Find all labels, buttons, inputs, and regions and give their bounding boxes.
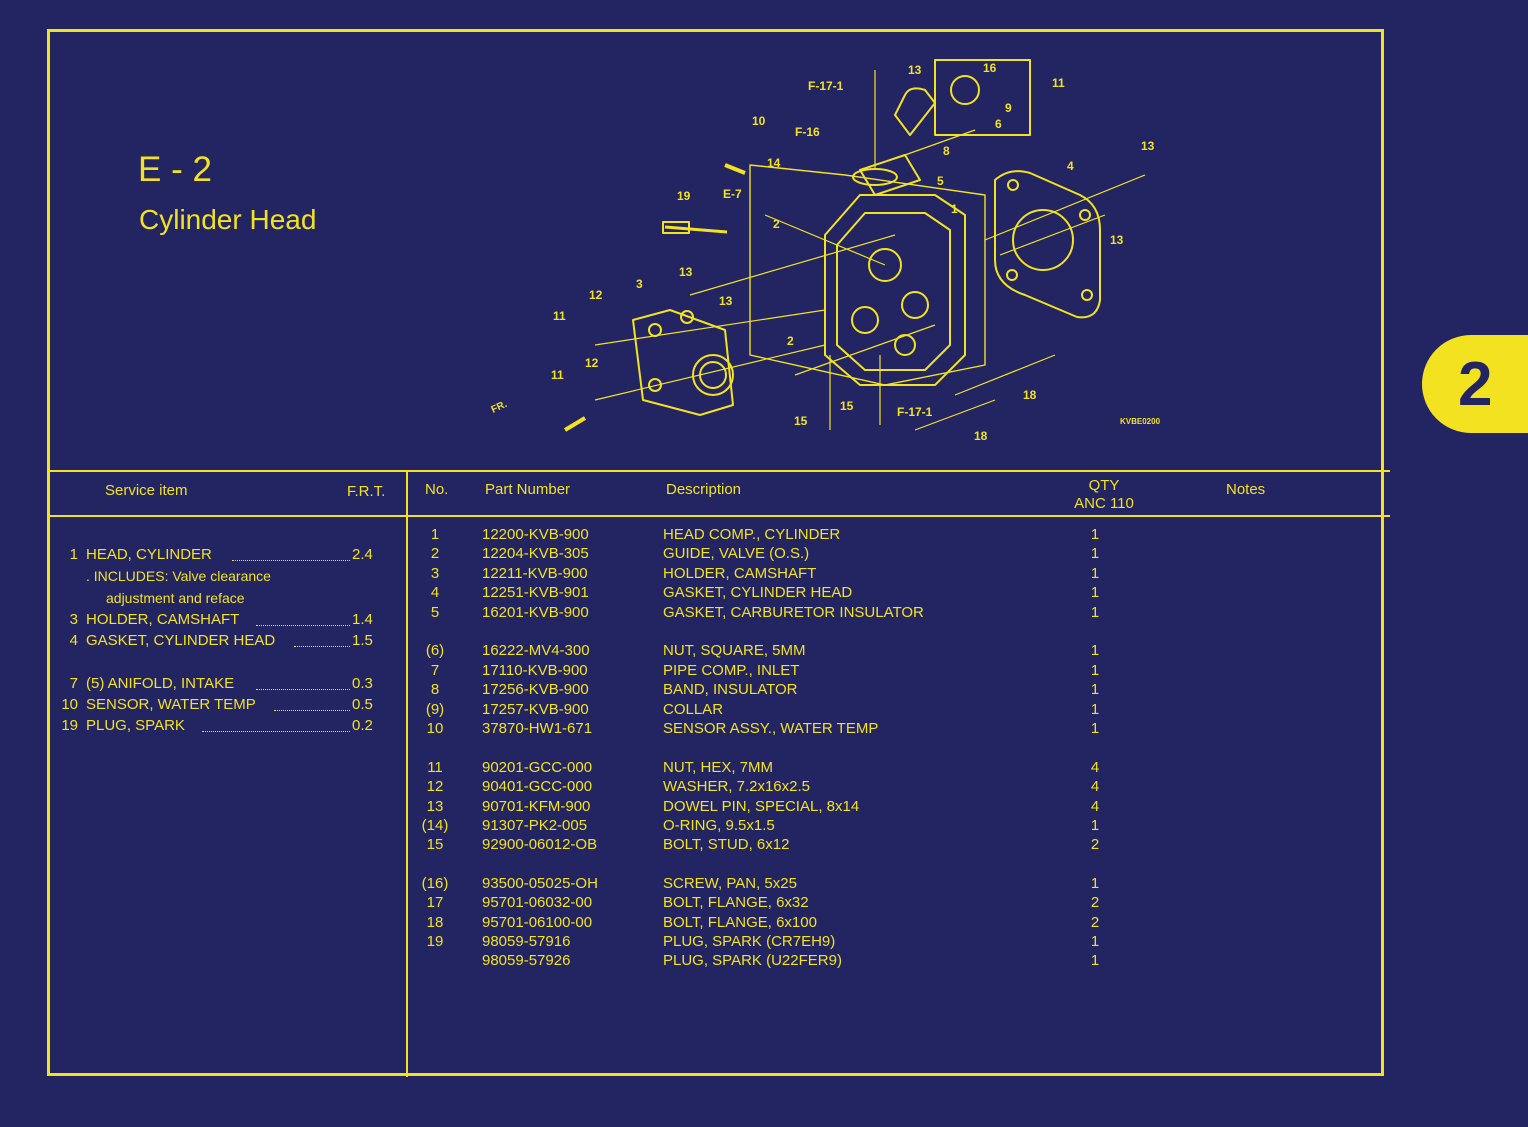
- diagram-callout: 13: [679, 265, 693, 279]
- page-number-tab: 2: [1422, 335, 1528, 433]
- diagram-callout: 4: [1067, 159, 1074, 173]
- diagram-callout: 15: [840, 399, 854, 413]
- service-row: 7 (5) ANIFOLD, INTAKE 0.3: [69, 675, 373, 692]
- service-item-header: Service item: [105, 482, 188, 499]
- diagram-callout: 6: [995, 117, 1002, 131]
- frt-header: F.R.T.: [347, 483, 386, 500]
- diagram-callout: 15: [794, 414, 808, 428]
- service-row: 19 PLUG, SPARK 0.2: [61, 717, 373, 734]
- diagram-callout: 12: [589, 288, 603, 302]
- diagram-divider: [50, 470, 1390, 472]
- diagram-callout: 1: [951, 202, 958, 216]
- diagram-callout: F-17-1: [897, 405, 933, 419]
- service-row: . INCLUDES: Valve clearance: [86, 568, 271, 584]
- header-divider: [50, 515, 1390, 517]
- qty-header: QTY ANC 110: [1074, 477, 1134, 512]
- diagram-callout: 16: [983, 61, 997, 75]
- diagram-callout: 13: [1110, 233, 1124, 247]
- section-code: E - 2: [138, 150, 212, 189]
- diagram-callout: F-17-1: [808, 79, 844, 93]
- notes-header: Notes: [1226, 481, 1266, 498]
- diagram-callout: 10: [752, 114, 766, 128]
- diagram-callout: E-7: [723, 187, 742, 201]
- service-row: 3 HOLDER, CAMSHAFT 1.4: [69, 611, 373, 628]
- diagram-callout: 11: [553, 309, 566, 323]
- service-row: 1 HEAD, CYLINDER 2.4: [69, 546, 373, 563]
- diagram-callout: 8: [943, 144, 950, 158]
- diagram-callout: 13: [908, 63, 922, 77]
- diagram-callout: 18: [1023, 388, 1037, 402]
- diagram-callout: 19: [677, 189, 691, 203]
- diagram-callout: 5: [937, 174, 944, 188]
- description-header: Description: [666, 481, 742, 498]
- diagram-callout: 3: [636, 277, 643, 291]
- diagram-callout: 9: [1005, 101, 1012, 115]
- inlet-pipe-shape: [894, 87, 936, 136]
- page-number: 2: [1458, 350, 1493, 419]
- service-row: 4 GASKET, CYLINDER HEAD 1.5: [69, 632, 373, 649]
- diagram-callout: 12: [585, 356, 599, 370]
- no-header: No.: [425, 481, 449, 498]
- service-row: adjustment and reface: [106, 590, 245, 606]
- diagram-callout: 13: [1141, 139, 1155, 153]
- diagram-callout: 18: [974, 429, 988, 443]
- cylinder-head-gasket-shape: [994, 170, 1101, 319]
- diagram-callout: F-16: [795, 125, 820, 139]
- diagram-callout: 11: [551, 368, 564, 382]
- diagram-callout: 2: [773, 217, 780, 231]
- diagram-callout: 2: [787, 334, 794, 348]
- part-number-header: Part Number: [485, 481, 571, 498]
- diagram-callout: 11: [1052, 76, 1065, 90]
- camshaft-holder-shape: [632, 309, 734, 416]
- diagram-ref-code: KVBE0200: [1120, 417, 1161, 426]
- exploded-parts-diagram: 13 16 11 9 6 8 5 10 14 19 2 1 4 13 13 13…: [490, 59, 1161, 443]
- diagram-callout: 14: [767, 156, 781, 170]
- front-arrow-label: FR.: [490, 399, 509, 416]
- cylinder-head-shape: [824, 194, 966, 386]
- section-title: Cylinder Head: [139, 204, 317, 235]
- service-row: 10 SENSOR, WATER TEMP 0.5: [61, 696, 373, 713]
- column-divider: [406, 472, 408, 1077]
- page-frame: [47, 29, 1384, 1076]
- diagram-callout: 13: [719, 294, 733, 308]
